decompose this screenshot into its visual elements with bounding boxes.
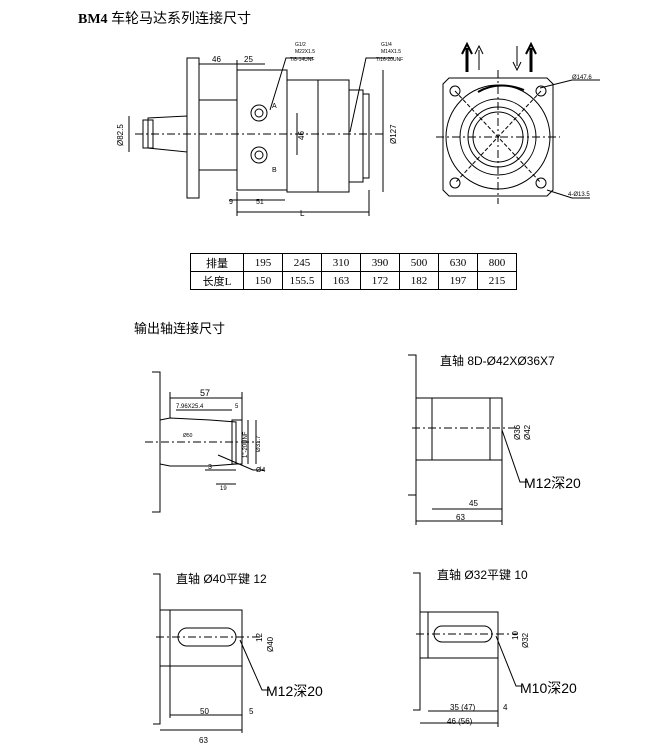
key32-label: 直轴 Ø32平键 10 <box>437 567 528 582</box>
dim-19: 19 <box>220 486 227 492</box>
dim-holes: 4-Ø13.5 <box>568 192 590 198</box>
port2-size: G1/4 <box>381 42 392 48</box>
title-text: 车轮马达系列连接尺寸 <box>111 12 252 27</box>
dim-50: 50 <box>200 707 209 716</box>
port1-unf: 7/8-14UNF <box>290 57 314 63</box>
dim-63: 63 <box>456 513 465 522</box>
dim-25: 25 <box>244 55 253 64</box>
motor-side-view <box>128 57 394 216</box>
table-cell: 182 <box>399 271 439 290</box>
dim-51: 51 <box>256 199 264 206</box>
dim-d127: Ø127 <box>389 124 398 144</box>
port2-metric: M14X1.5 <box>381 49 401 55</box>
key32-thread: M10深20 <box>520 680 577 696</box>
dim-5b: 5 <box>249 707 254 716</box>
dim-5: 5 <box>235 404 239 410</box>
key32-shaft-view <box>413 572 522 727</box>
port1-size: G1/2 <box>295 42 306 48</box>
table-cell: 163 <box>321 271 361 290</box>
dim-46: 46 <box>212 55 221 64</box>
dim-d42: Ø42 <box>523 424 532 440</box>
tapered-shaft-view <box>145 371 264 513</box>
key40-shaft-view <box>153 573 270 733</box>
output-shaft-title: 输出轴连接尺寸 <box>134 321 226 336</box>
dim-d147: Ø147.6 <box>572 75 592 81</box>
key40-thread: M12深20 <box>266 683 323 699</box>
dim-d40: Ø40 <box>266 636 275 652</box>
dim-12: 12 <box>255 633 264 642</box>
port1-metric: M22X1.5 <box>295 49 315 55</box>
dim-57: 57 <box>200 388 210 398</box>
dim-d4: Ø4 <box>256 467 265 474</box>
dim-35: 35 (47) <box>450 703 476 712</box>
table-cell: 215 <box>477 271 517 290</box>
page-title: BM4 车轮马达系列连接尺寸 <box>78 8 251 28</box>
dim-63b: 63 <box>199 736 208 745</box>
dim-45: 45 <box>469 499 478 508</box>
table-row: 长度L 150 155.5 163 172 182 197 215 <box>190 271 517 290</box>
dim-46b: 46 (56) <box>447 717 473 726</box>
dim-10: 10 <box>511 631 520 640</box>
dim-9: 9 <box>229 199 233 206</box>
dim-d82: Ø82.5 <box>116 124 125 146</box>
spline-label: 直轴 8D-Ø42XØ36X7 <box>440 353 555 368</box>
dim-3: 3 <box>208 464 212 471</box>
port-b: B <box>272 167 277 174</box>
port-a: A <box>272 103 277 110</box>
dim-4: 4 <box>503 703 508 712</box>
table-cell: 197 <box>438 271 478 290</box>
dim-d50: Ø50 <box>183 433 193 439</box>
dim-d32: Ø32 <box>521 632 530 648</box>
port2-unf: 7/16-20UNF <box>376 57 403 63</box>
spline-shaft-view <box>408 354 528 525</box>
dim-thread: 7.96X25.4 <box>176 404 204 410</box>
dim-46v: 46 <box>297 131 306 140</box>
motor-end-view <box>436 41 600 204</box>
dim-L: L <box>300 209 305 218</box>
model-name: BM4 <box>78 12 108 27</box>
key40-label: 直轴 Ø40平键 12 <box>176 571 267 586</box>
spec-table: 排量 195 245 310 390 500 630 800 长度L 150 1… <box>190 253 517 290</box>
table-cell: 800 <box>477 253 517 272</box>
dim-d36: Ø36 <box>513 424 522 440</box>
spline-thread: M12深20 <box>524 475 581 491</box>
dim-d31: Ø31.7 <box>256 435 262 452</box>
dim-unf: 1"-20UNF <box>243 431 249 458</box>
